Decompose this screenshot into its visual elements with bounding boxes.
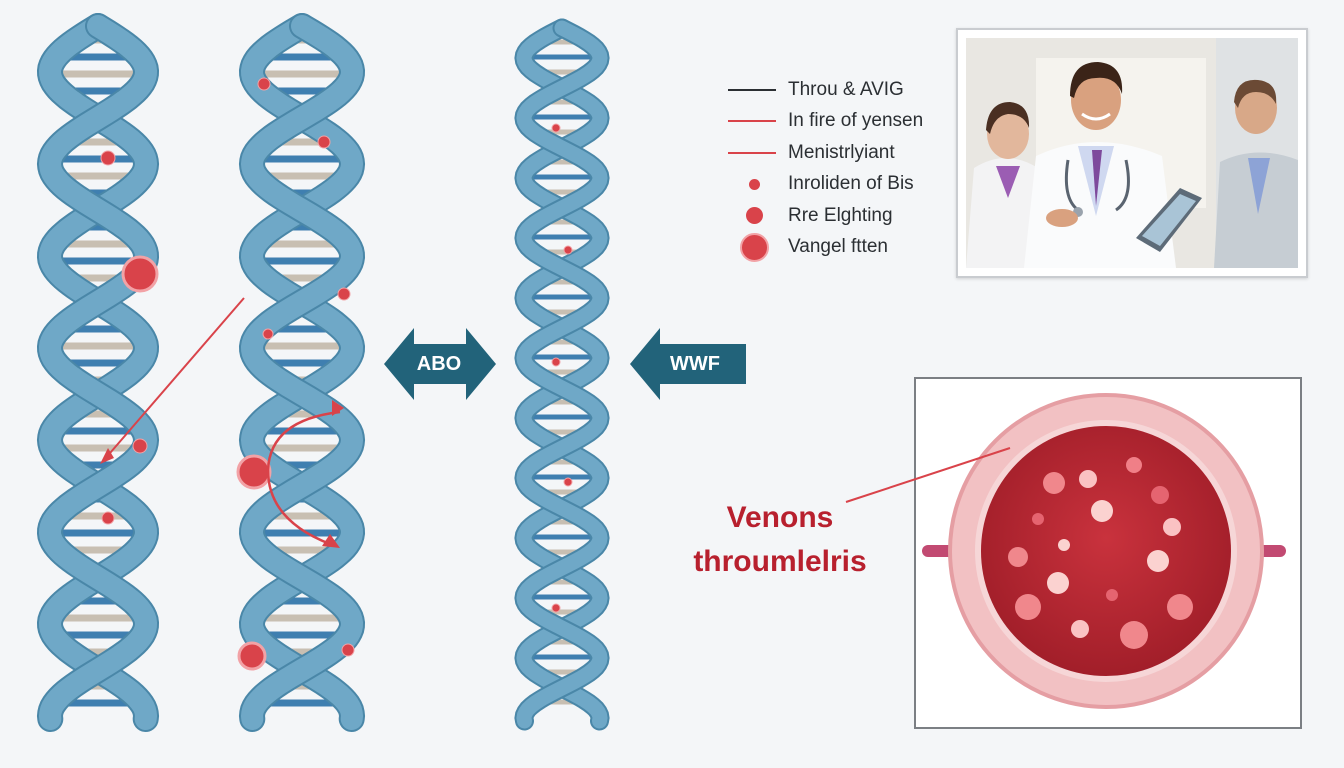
mutation-marker — [337, 287, 351, 301]
legend-item: Throu & AVIG — [728, 74, 958, 106]
legend-label: Vangel ftten — [788, 236, 889, 258]
legend-item: Vangel ftten — [728, 232, 958, 264]
helix-strand — [38, 15, 158, 730]
mutation-marker — [317, 135, 331, 149]
mutation-marker — [262, 328, 274, 340]
legend-line-icon — [728, 88, 780, 91]
legend-item: Menistrlyiant — [728, 137, 958, 169]
legend-label: Rre Elghting — [788, 204, 893, 226]
legend-label: Inroliden of Bis — [788, 173, 914, 195]
connector-line — [103, 297, 245, 461]
mutation-marker — [132, 438, 148, 454]
mutation-marker — [236, 454, 272, 490]
mutation-marker — [551, 357, 561, 367]
arrow-icon — [322, 534, 340, 548]
legend: Throu & AVIG In fire of yensen Menistrly… — [728, 74, 958, 263]
helix-strand — [240, 15, 364, 730]
legend-dot-icon — [728, 232, 780, 262]
helix-strand — [516, 20, 608, 729]
legend-label: Throu & AVIG — [788, 78, 904, 100]
mutation-marker — [551, 123, 561, 133]
legend-item: Inroliden of Bis — [728, 169, 958, 201]
doctors-photo — [966, 38, 1298, 268]
legend-label: In fire of yensen — [788, 110, 924, 132]
mutation-marker — [563, 245, 573, 255]
wwf-label: WWF — [670, 353, 720, 375]
helix-strand — [38, 15, 158, 730]
abo-label: ABO — [416, 353, 462, 375]
mutation-marker — [101, 511, 115, 525]
arrow-icon — [100, 448, 114, 464]
vessel-callout: Venons throumlelris — [660, 496, 900, 584]
mutation-marker — [121, 255, 159, 293]
vessel-frame — [914, 377, 1302, 729]
mutation-marker — [237, 641, 267, 671]
mutation-marker — [100, 150, 116, 166]
mutation-marker — [551, 603, 561, 613]
mutation-marker — [341, 643, 355, 657]
dna-helix-icon — [36, 13, 160, 732]
curved-arrow — [266, 410, 341, 546]
callout-line-1: Venons — [726, 501, 834, 534]
dna-helix-icon — [238, 13, 366, 732]
helix-strand — [240, 15, 364, 730]
arrow-icon — [332, 400, 344, 416]
legend-item: Rre Elghting — [728, 200, 958, 232]
legend-line-icon — [728, 120, 780, 123]
photo-frame — [956, 28, 1308, 278]
legend-dot-icon — [728, 207, 780, 225]
legend-dot-icon — [728, 178, 780, 190]
legend-label: Menistrlyiant — [788, 141, 895, 163]
dna-helix-icon — [514, 18, 610, 731]
legend-line-icon — [728, 151, 780, 154]
mutation-marker — [257, 77, 271, 91]
mutation-marker — [563, 477, 573, 487]
legend-item: In fire of yensen — [728, 106, 958, 138]
wwf-arrow-icon — [630, 328, 746, 400]
abo-double-arrow-icon — [384, 328, 496, 400]
blood-cells — [1008, 457, 1193, 649]
callout-line-2: throumlelris — [693, 545, 867, 578]
